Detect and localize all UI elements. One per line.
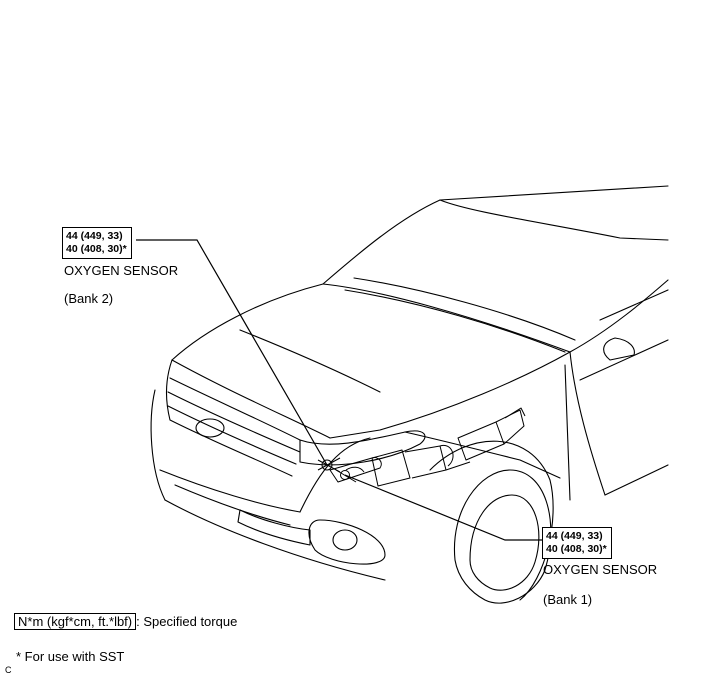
part-name-bank2: OXYGEN SENSOR bbox=[64, 263, 179, 278]
car-body-outline bbox=[150, 185, 669, 604]
location-bank1: (Bank 1) bbox=[543, 592, 593, 607]
leader-line-bank2 bbox=[136, 239, 328, 466]
figure-code: C bbox=[5, 665, 12, 675]
torque-spec-line1-bank2: 44 (449, 33) bbox=[66, 230, 123, 242]
leader-lines bbox=[136, 239, 543, 541]
torque-legend: N*m (kgf*cm, ft.*lbf): Specified torque bbox=[14, 613, 238, 630]
sst-note: * For use with SST bbox=[16, 649, 125, 664]
torque-unit-description: : Specified torque bbox=[136, 614, 238, 629]
torque-spec-line1-bank1: 44 (449, 33) bbox=[546, 530, 603, 542]
torque-spec-line2-bank2: 40 (408, 30)* bbox=[66, 243, 127, 255]
part-name-bank1: OXYGEN SENSOR bbox=[543, 562, 658, 577]
leader-line-bank1 bbox=[344, 474, 543, 541]
torque-spec-box-bank1: 44 (449, 33) 40 (408, 30)* bbox=[542, 527, 612, 559]
location-bank2: (Bank 2) bbox=[64, 291, 114, 306]
torque-spec-box-bank2: 44 (449, 33) 40 (408, 30)* bbox=[62, 227, 132, 259]
torque-unit-box: N*m (kgf*cm, ft.*lbf) bbox=[14, 613, 137, 630]
exhaust-components bbox=[329, 407, 526, 487]
torque-spec-line2-bank1: 40 (408, 30)* bbox=[546, 543, 607, 555]
